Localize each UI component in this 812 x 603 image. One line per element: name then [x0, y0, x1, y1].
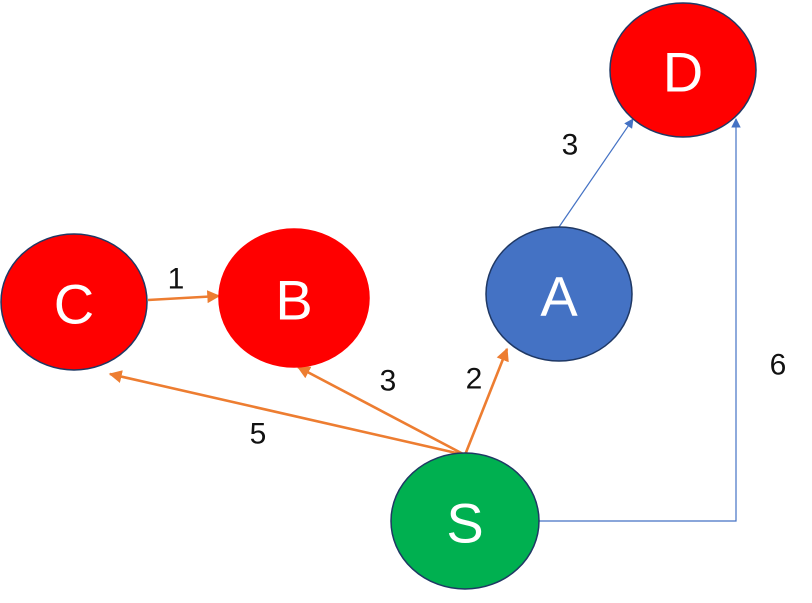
node-a: A — [485, 226, 633, 362]
node-s-label: S — [446, 492, 483, 555]
node-b-circle — [218, 228, 370, 368]
edge-c-b — [147, 290, 221, 304]
node-d: D — [609, 2, 757, 138]
edge-s-b — [296, 365, 466, 457]
node-s: S — [390, 452, 540, 590]
weight-s-a: 2 — [466, 363, 483, 396]
node-a-circle — [485, 226, 633, 362]
edge-s-c — [108, 370, 466, 457]
weight-a-d: 3 — [562, 129, 579, 162]
node-s-circle — [390, 452, 540, 590]
node-c-circle — [0, 233, 148, 371]
weight-s-c: 5 — [250, 418, 267, 451]
weight-s-b: 3 — [380, 365, 397, 398]
edge-s-a — [463, 347, 509, 456]
node-c: C — [0, 233, 148, 371]
node-d-label: D — [663, 41, 703, 104]
node-b: B — [218, 228, 370, 368]
weight-c-b: 1 — [168, 263, 185, 296]
node-a-label: A — [540, 265, 578, 328]
node-b-label: B — [275, 269, 312, 332]
node-d-circle — [609, 2, 757, 138]
nodes: C B A D S — [0, 2, 757, 590]
node-c-label: C — [54, 273, 94, 336]
edge-s-d — [539, 118, 741, 522]
edges — [108, 118, 741, 522]
edge-weights: 1 3 2 5 3 6 — [168, 129, 787, 451]
weight-s-d: 6 — [770, 349, 787, 382]
edge-a-d — [558, 118, 634, 228]
